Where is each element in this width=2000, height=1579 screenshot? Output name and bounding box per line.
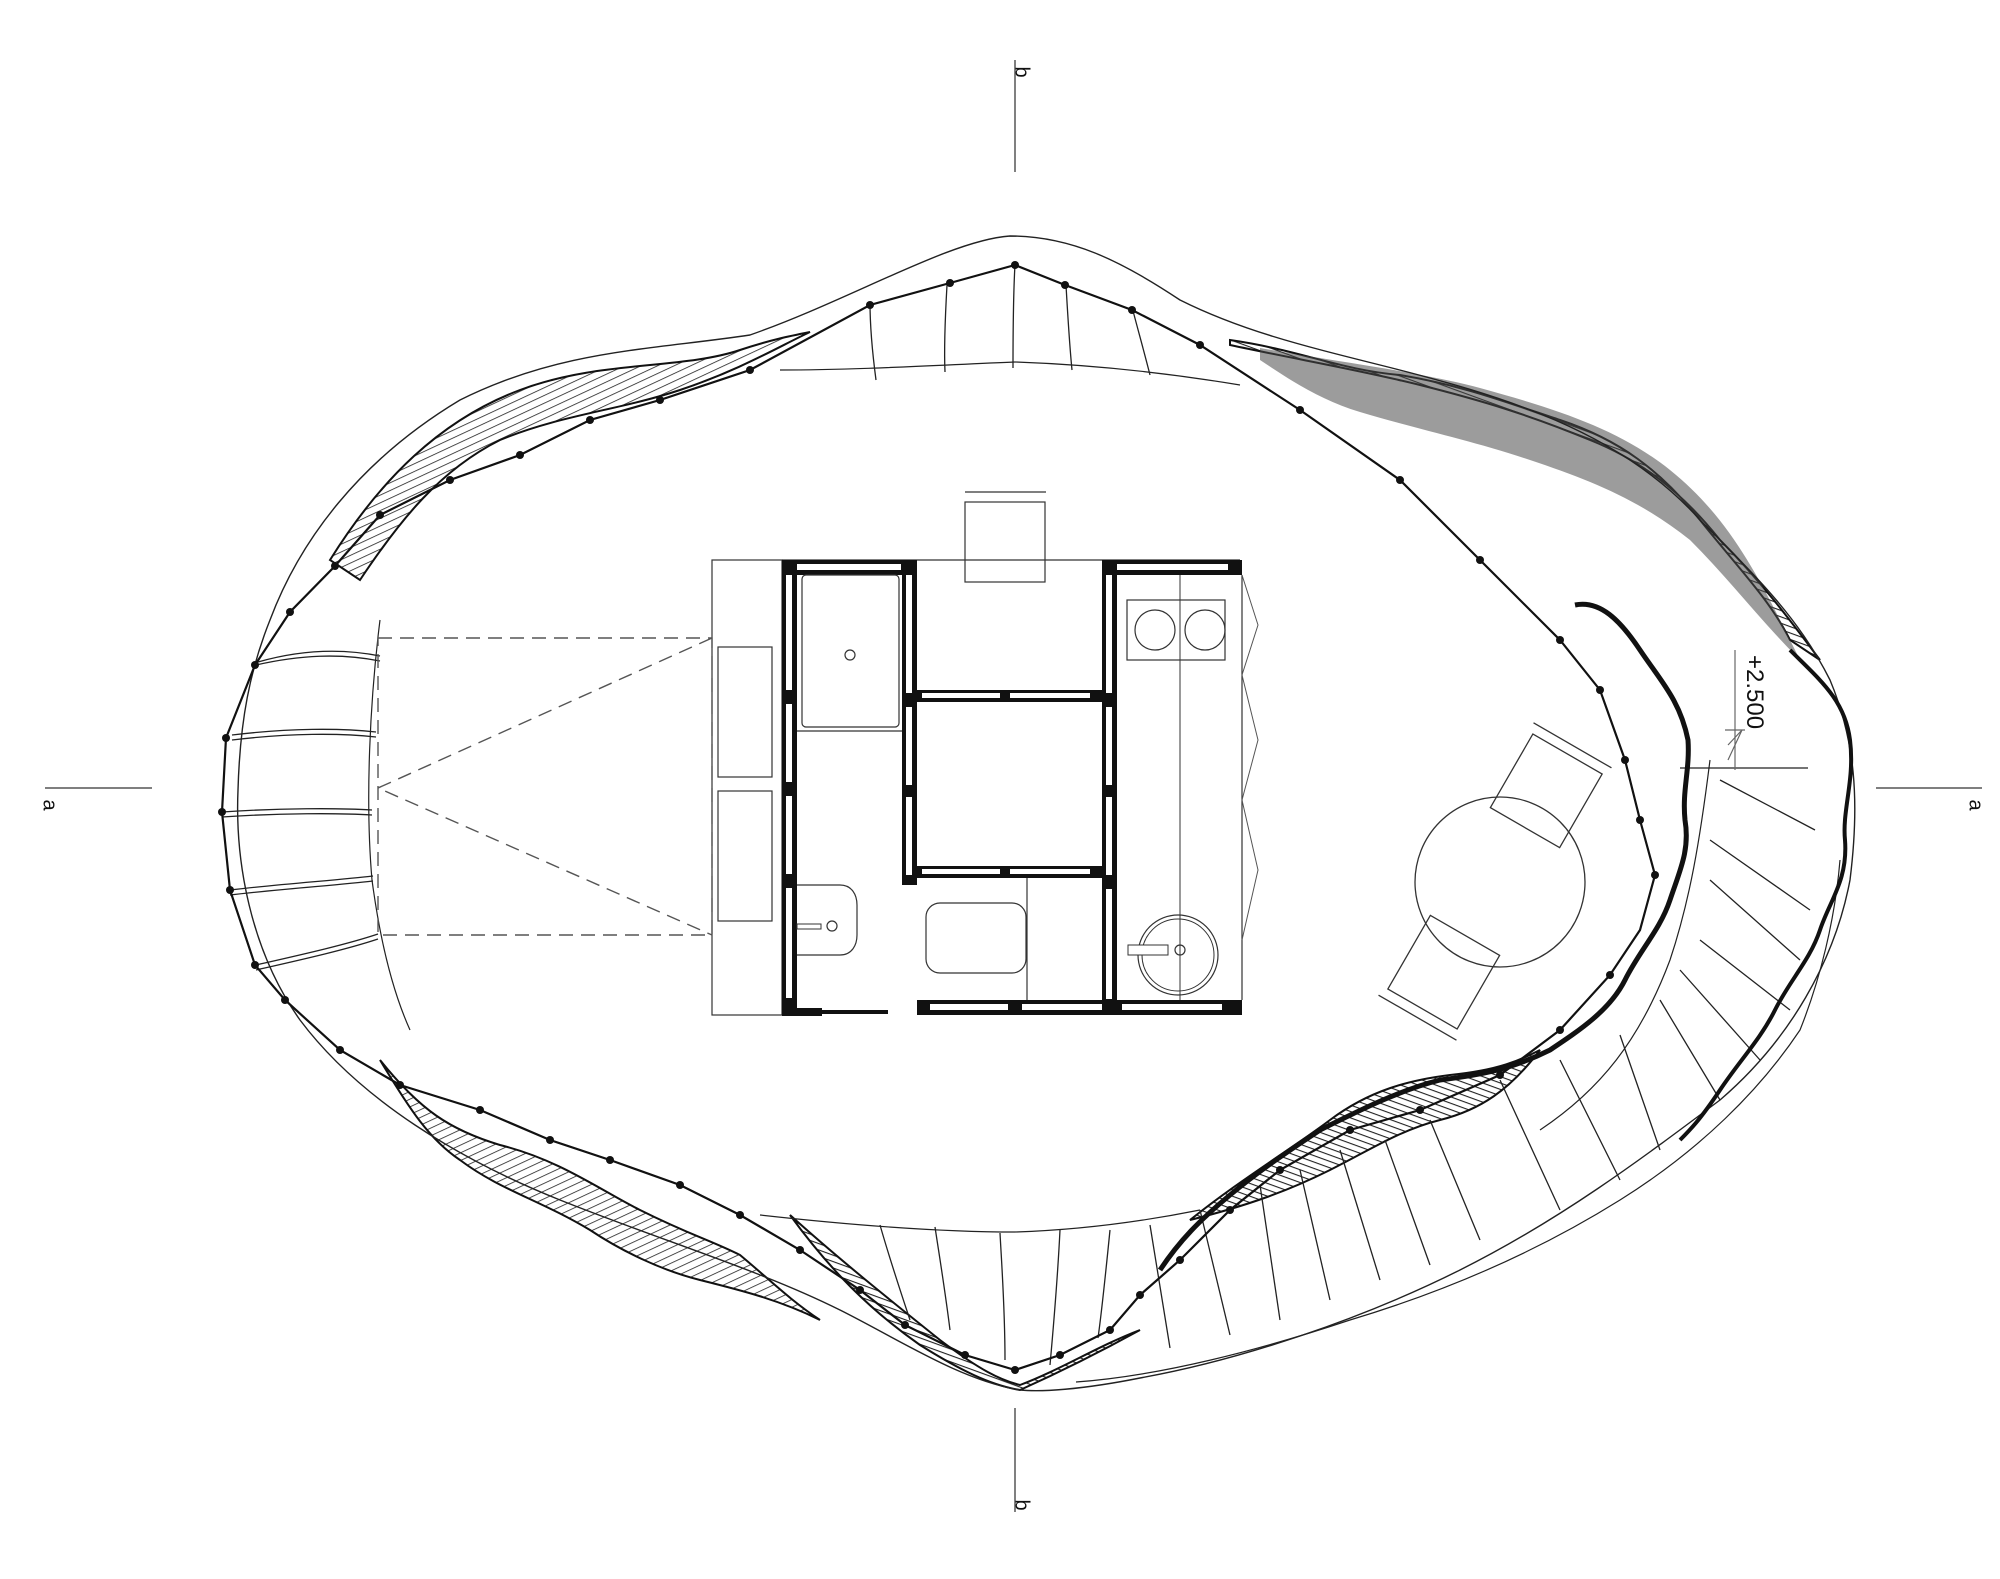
bed-projection	[376, 637, 713, 936]
toilet	[797, 884, 858, 956]
shell-outer-outline	[236, 235, 1856, 1392]
core-module	[711, 491, 1259, 1016]
elevation-symbol	[1725, 650, 1745, 770]
inner-structure-line	[218, 261, 1659, 1374]
round-table	[1414, 796, 1586, 968]
section-label-top: b	[1010, 66, 1033, 78]
chair	[1378, 914, 1501, 1041]
cooktop	[1126, 599, 1226, 661]
cabinet-lower	[717, 790, 773, 922]
bathtub	[925, 902, 1027, 974]
section-label-bottom: b	[1010, 1499, 1033, 1511]
right-wavy-wall	[1157, 601, 1854, 1272]
shower	[801, 574, 900, 728]
cabinet-upper	[717, 646, 773, 778]
desk	[964, 501, 1046, 583]
section-label-left: a	[38, 799, 61, 811]
chair	[1489, 722, 1612, 849]
shell-ribs	[221, 263, 1816, 1366]
dining-set	[1378, 722, 1612, 1041]
elevation-label: +2.500	[1741, 655, 1768, 730]
shell-outer-skin	[328, 331, 1821, 1392]
section-label-right: a	[1964, 799, 1987, 811]
